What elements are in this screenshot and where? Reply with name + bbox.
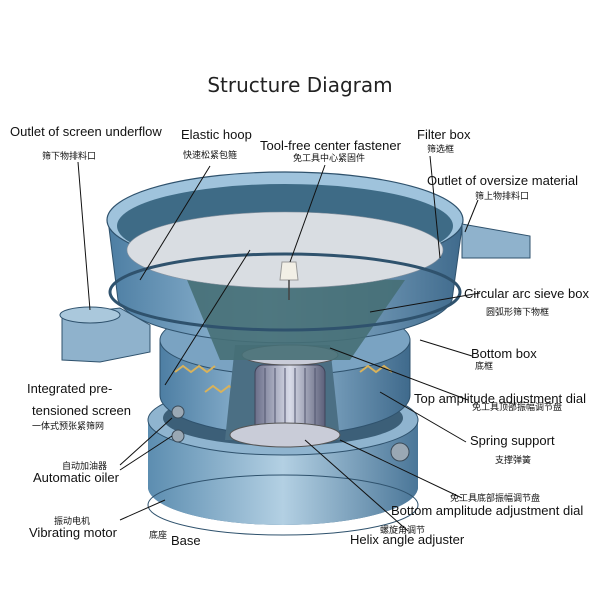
label-spring-support: Spring support bbox=[470, 433, 555, 448]
label-top-dial-zh: 免工具顶部振幅调节盘 bbox=[472, 403, 563, 413]
label-arc-sieve-box: Circular arc sieve box bbox=[464, 286, 589, 301]
label-helix-adjuster: Helix angle adjuster bbox=[350, 532, 465, 547]
label-filter-box: Filter box bbox=[417, 127, 471, 142]
label-outlet-oversize-zh: 筛上物排料口 bbox=[475, 192, 530, 202]
label-integrated-screen-zh: 一体式预张紧筛网 bbox=[32, 422, 105, 432]
label-integrated-screen-1: Integrated pre- bbox=[27, 381, 113, 396]
label-base-zh: 底座 bbox=[149, 531, 168, 541]
label-integrated-screen-2: tensioned screen bbox=[32, 403, 132, 418]
label-auto-oiler-zh: 自动加油器 bbox=[62, 462, 108, 472]
label-spring-support-zh: 支撑弹簧 bbox=[495, 456, 532, 466]
label-outlet-underflow-zh: 筛下物排料口 bbox=[42, 152, 97, 162]
label-bottom-box: Bottom box bbox=[471, 346, 537, 361]
leader-lines bbox=[77, 155, 481, 532]
label-elastic-hoop: Elastic hoop bbox=[181, 127, 252, 142]
label-helix-adjuster-zh: 螺旋角调节 bbox=[380, 526, 426, 536]
label-auto-oiler: Automatic oiler bbox=[33, 470, 119, 485]
label-elastic-hoop-zh: 快速松紧包箍 bbox=[183, 151, 238, 161]
outlet-oversize-part bbox=[461, 223, 531, 259]
label-bottom-box-zh: 底框 bbox=[475, 362, 494, 372]
vibrating-motor-part bbox=[225, 344, 341, 448]
oiler-fittings bbox=[171, 405, 410, 462]
label-bottom-dial-zh: 免工具底部振幅调节盘 bbox=[450, 494, 541, 504]
label-center-fastener: Tool-free center fastener bbox=[260, 138, 401, 153]
label-base: Base bbox=[171, 533, 201, 548]
label-arc-sieve-box-zh: 圆弧形筛下物框 bbox=[486, 308, 550, 318]
outlet-underflow-part bbox=[59, 306, 151, 363]
label-top-dial: Top amplitude adjustment dial bbox=[414, 391, 586, 406]
diagram-title: Structure Diagram bbox=[207, 73, 393, 97]
label-vibrating-motor: Vibrating motor bbox=[29, 525, 117, 540]
filter-box-part bbox=[106, 171, 464, 360]
label-motor-zh: 振动电机 bbox=[54, 517, 91, 527]
label-center-fastener-zh: 免工具中心紧固件 bbox=[293, 154, 366, 164]
label-outlet-underflow: Outlet of screen underflow bbox=[10, 124, 162, 139]
label-filter-box-zh: 筛选框 bbox=[427, 145, 455, 155]
label-outlet-oversize: Outlet of oversize material bbox=[427, 173, 579, 188]
label-bottom-dial: Bottom amplitude adjustment dial bbox=[391, 503, 584, 518]
